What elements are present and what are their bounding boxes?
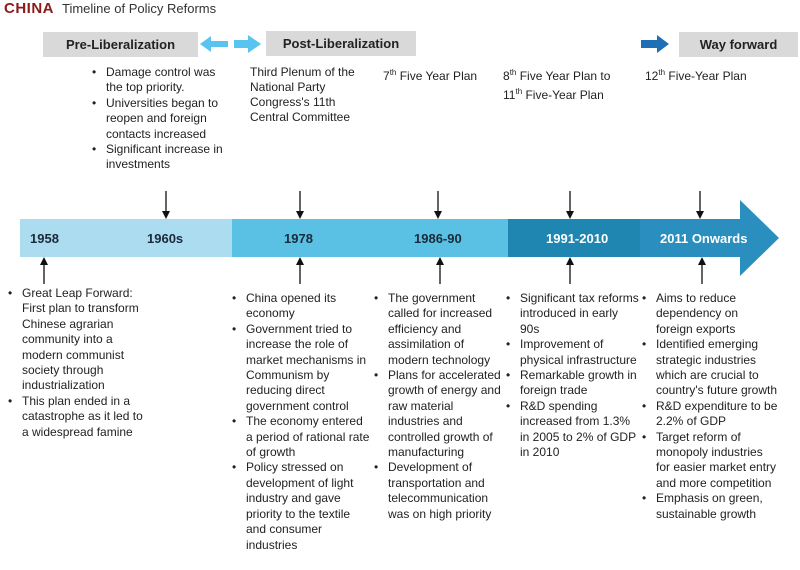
timeline-label-1958: 1958 (30, 231, 59, 246)
list-item: Development of transportation and teleco… (374, 460, 506, 522)
list-item: Aims to reduce dependency on foreign exp… (642, 291, 778, 337)
notes-1986: The government called for increased effi… (374, 291, 506, 522)
country-title: CHINA (4, 0, 54, 17)
timeline-head-arrow (640, 200, 779, 276)
note-1978: Third Plenum of the National Party Congr… (250, 65, 355, 124)
ordinal-number: 7 (383, 69, 390, 83)
timeline-label-2011-onwards: 2011 Onwards (660, 231, 748, 246)
list-item: Policy stressed on development of light … (232, 460, 370, 552)
ordinal-suffix: th (509, 68, 517, 77)
list-item: The economy entered a period of rational… (232, 414, 370, 460)
phase-post-liberalization: Post-Liberalization (266, 31, 416, 56)
ordinal-number: 8 (503, 69, 510, 83)
timeline-segment-2 (232, 219, 508, 257)
note-1991: 8th Five Year Plan to 11th Five-Year Pla… (503, 65, 643, 103)
list-item: Plans for accelerated growth of energy a… (374, 368, 506, 460)
list-item: R&D spending increased from 1.3% in 2005… (506, 399, 640, 461)
list-item: Remarkable growth in foreign trade (506, 368, 640, 399)
list-item: Great Leap Forward: First plan to transf… (8, 286, 148, 394)
list-item: Emphasis on green, sustainable growth (642, 491, 778, 522)
page-subtitle: Timeline of Policy Reforms (62, 1, 217, 16)
timeline-label-1978: 1978 (284, 231, 313, 246)
right-arrow-icon (234, 35, 261, 53)
note-1986: 7th Five Year Plan (383, 65, 503, 84)
ordinal-number: 11 (503, 88, 516, 102)
list-item: Target reform of monopoly industries for… (642, 430, 778, 492)
notes-1978: China opened its economy Government trie… (232, 291, 370, 553)
list-item: China opened its economy (232, 291, 370, 322)
phase-way-forward: Way forward (679, 32, 798, 57)
timeline-label-1960s: 1960s (147, 231, 184, 246)
list-item: Universities began to reopen and foreign… (92, 96, 232, 142)
list-item: Improvement of physical infrastructure (506, 337, 640, 368)
list-item: The government called for increased effi… (374, 291, 506, 368)
ordinal-number: 12 (645, 69, 659, 83)
list-item: Significant increase in investments (92, 142, 232, 173)
ordinal-suffix: th (389, 68, 397, 77)
timeline-label-1991-2010: 1991-2010 (546, 231, 609, 246)
note-2011: 12th Five-Year Plan (645, 65, 785, 84)
left-arrow-icon (200, 36, 228, 52)
plan-text: Five-Year Plan (665, 69, 747, 83)
phase-arrows (200, 35, 669, 53)
plan-text: Five Year Plan (396, 69, 478, 83)
notes-1958: Great Leap Forward: First plan to transf… (8, 286, 148, 440)
list-item: Damage control was the top priority. (92, 65, 232, 96)
list-item: R&D expenditure to be 2.2% of GDP (642, 399, 778, 430)
plan-text: Five Year Plan to (516, 69, 611, 83)
ordinal-suffix: th (515, 87, 523, 96)
timeline-label-1986-90: 1986-90 (414, 231, 462, 246)
list-item: Identified emerging strategic industries… (642, 337, 778, 399)
list-item: Government tried to increase the role of… (232, 322, 370, 414)
notes-1960s: Damage control was the top priority. Uni… (92, 65, 232, 173)
notes-1991: Significant tax reforms introduced in ea… (506, 291, 640, 460)
ordinal-suffix: th (658, 68, 666, 77)
plan-text: Five-Year Plan (522, 88, 604, 102)
list-item: Significant tax reforms introduced in ea… (506, 291, 640, 337)
notes-2011: Aims to reduce dependency on foreign exp… (642, 291, 778, 522)
timeline-bar (20, 191, 779, 284)
forward-arrow-icon (641, 35, 669, 53)
timeline-segment-1 (20, 219, 232, 257)
timeline-segment-3 (508, 219, 640, 257)
phase-pre-liberalization: Pre-Liberalization (43, 32, 198, 57)
list-item: This plan ended in a catastrophe as it l… (8, 394, 148, 440)
